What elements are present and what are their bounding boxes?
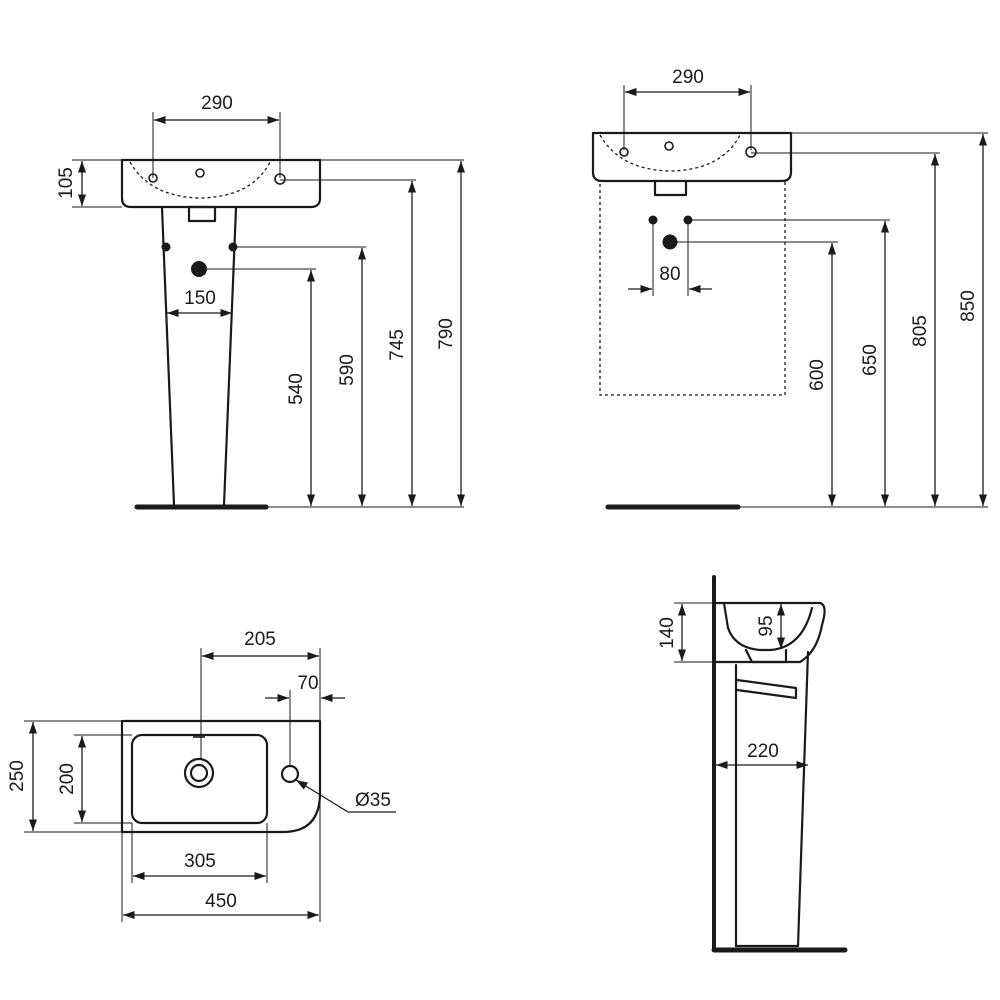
overflow-hole [195, 168, 205, 178]
waste-outer-ring [183, 757, 215, 789]
supply-pipe-left [648, 215, 658, 225]
waste-outlet [653, 179, 688, 197]
dim-label-35: Ø35 [355, 790, 391, 811]
dim-label-95: 95 [756, 615, 777, 636]
dim-label-650: 650 [860, 344, 881, 376]
front-wall-view: 290 80 600 650 805 850 [591, 67, 988, 510]
dim-label-250: 250 [7, 760, 28, 792]
dim-label-590: 590 [337, 354, 358, 386]
dim-label-205: 205 [244, 629, 276, 650]
basin-inner-profile [722, 601, 814, 652]
dim-label-80: 80 [659, 264, 680, 285]
cabinet-hidden-outline [599, 180, 786, 396]
dim-label-450: 450 [205, 891, 237, 912]
dim-label-540: 540 [286, 373, 307, 405]
waste-inner-ring [189, 763, 209, 783]
dim-label-790: 790 [436, 318, 457, 350]
dim-label-150: 150 [184, 288, 216, 309]
pedestal-outline [160, 206, 238, 507]
basin-outer-profile [714, 601, 826, 664]
dim-label-140: 140 [657, 617, 678, 649]
pedestal-front [796, 650, 810, 948]
dim-label-290: 290 [201, 93, 233, 114]
basin-outline [591, 131, 793, 183]
dim-label-745: 745 [387, 329, 408, 361]
supply-pipe-left [161, 242, 171, 252]
dim-label-70: 70 [297, 673, 318, 694]
side-view: 140 95 220 [657, 575, 848, 953]
bowl-outline [130, 733, 269, 825]
tap-hole [280, 764, 300, 784]
dim-label-220: 220 [747, 741, 779, 762]
basin-outline [120, 158, 322, 209]
overflow-hole [664, 141, 674, 151]
dim-label-600: 600 [807, 359, 828, 391]
front-pedestal-view: 290 105 150 540 590 745 790 [56, 93, 466, 510]
dim-label-805: 805 [910, 315, 931, 347]
waste-outlet [744, 648, 788, 664]
leader-35 [295, 779, 396, 813]
waste-outlet [187, 205, 217, 223]
dim-label-305: 305 [184, 851, 216, 872]
trap-shape [735, 678, 798, 700]
dim-label-850: 850 [958, 290, 979, 322]
dim-label-105: 105 [56, 167, 77, 199]
top-view: 205 70 Ø35 250 200 305 450 [7, 629, 396, 922]
dim-label-200: 200 [57, 763, 78, 795]
dim-label-290b: 290 [672, 67, 704, 88]
